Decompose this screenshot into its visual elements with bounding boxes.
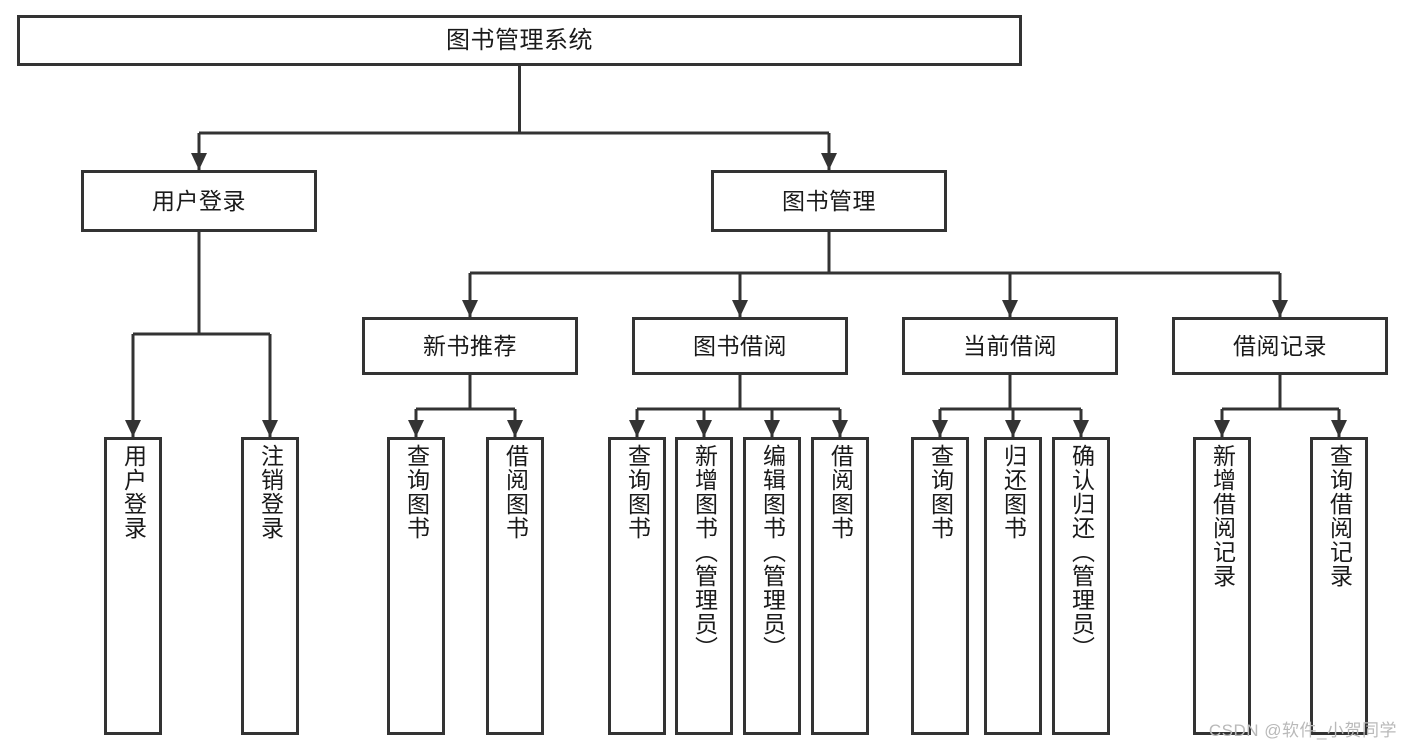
node-label: 图书管理 [782, 187, 876, 214]
node-leaf-cur-1[interactable]: 查询图书 [911, 437, 969, 735]
node-root[interactable]: 图书管理系统 [17, 15, 1022, 66]
node-bookmgmt[interactable]: 图书管理 [711, 170, 947, 232]
node-leaf-rec-2[interactable]: 查询借阅记录 [1310, 437, 1368, 735]
node-label: 用户登录 [152, 187, 246, 214]
node-label: 查询图书 [403, 444, 430, 540]
node-label: 当前借阅 [963, 332, 1057, 359]
node-leaf-new-1[interactable]: 查询图书 [387, 437, 445, 735]
node-leaf-cur-2[interactable]: 归还图书 [984, 437, 1042, 735]
node-label: 注销登录 [257, 444, 284, 540]
node-label: 新书推荐 [423, 332, 517, 359]
node-leaf-new-2[interactable]: 借阅图书 [486, 437, 544, 735]
node-label: 借阅记录 [1233, 332, 1327, 359]
node-label: 用户登录 [120, 444, 147, 540]
node-newbook[interactable]: 新书推荐 [362, 317, 578, 375]
node-leaf-cur-3[interactable]: 确认归还（管理员） [1052, 437, 1110, 735]
node-label: 图书管理系统 [446, 26, 593, 54]
node-label: 查询借阅记录 [1326, 444, 1353, 588]
node-label: 查询图书 [624, 444, 651, 540]
node-label: 新增图书（管理员） [691, 444, 718, 660]
node-label: 编辑图书（管理员） [759, 444, 786, 660]
node-leaf-borrow-3[interactable]: 编辑图书（管理员） [743, 437, 801, 735]
node-leaf-rec-1[interactable]: 新增借阅记录 [1193, 437, 1251, 735]
node-leaf-borrow-4[interactable]: 借阅图书 [811, 437, 869, 735]
node-leaf-login-1[interactable]: 用户登录 [104, 437, 162, 735]
node-borrow[interactable]: 图书借阅 [632, 317, 848, 375]
node-records[interactable]: 借阅记录 [1172, 317, 1388, 375]
node-label: 确认归还（管理员） [1068, 444, 1095, 660]
node-leaf-borrow-1[interactable]: 查询图书 [608, 437, 666, 735]
csdn-watermark: CSDN @软件_小贺同学 [1208, 721, 1397, 740]
node-label: 借阅图书 [502, 444, 529, 540]
node-leaf-borrow-2[interactable]: 新增图书（管理员） [675, 437, 733, 735]
node-current[interactable]: 当前借阅 [902, 317, 1118, 375]
node-leaf-login-2[interactable]: 注销登录 [241, 437, 299, 735]
node-label: 查询图书 [927, 444, 954, 540]
node-login[interactable]: 用户登录 [81, 170, 317, 232]
node-label: 归还图书 [1000, 444, 1027, 540]
node-label: 借阅图书 [827, 444, 854, 540]
node-label: 新增借阅记录 [1209, 444, 1236, 588]
node-label: 图书借阅 [693, 332, 787, 359]
